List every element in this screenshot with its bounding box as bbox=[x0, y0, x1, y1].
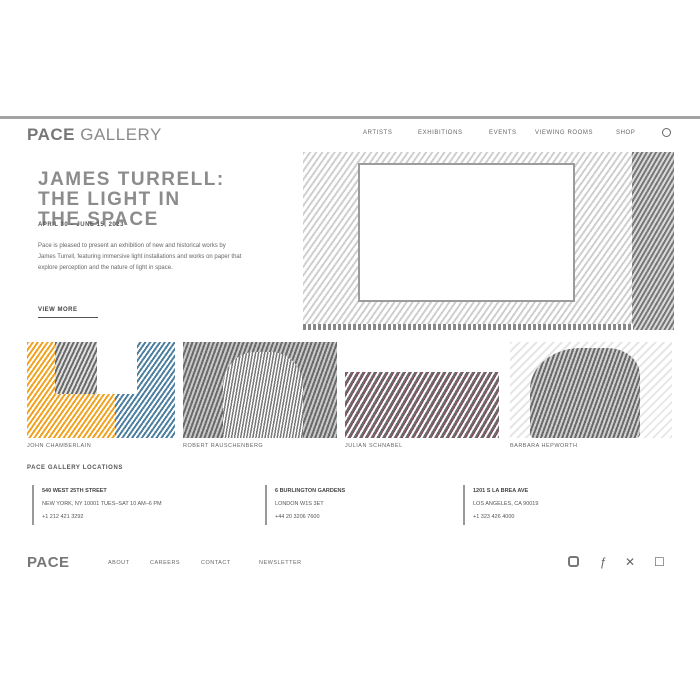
hero-date: APRIL 30 – JUNE 15, 2023 bbox=[38, 222, 124, 228]
instagram-icon[interactable] bbox=[568, 556, 579, 567]
location-1-line2: +1 212 421 3292 bbox=[42, 514, 84, 520]
thumbnail-4[interactable] bbox=[510, 342, 672, 438]
location-2-line1: LONDON W1S 3ET bbox=[275, 501, 324, 507]
location-3-line2: +1 323 426 4000 bbox=[473, 514, 515, 520]
browser-frame bbox=[0, 116, 700, 586]
location-2: 6 BURLINGTON GARDENS LONDON W1S 3ET +44 … bbox=[265, 485, 345, 525]
location-1: 540 WEST 25TH STREET NEW YORK, NY 10001 … bbox=[32, 485, 162, 525]
site-logo[interactable]: PACE GALLERY bbox=[27, 125, 162, 144]
location-1-line1: NEW YORK, NY 10001 TUES–SAT 10 AM–6 PM bbox=[42, 501, 162, 507]
nav-events[interactable]: EVENTS bbox=[489, 130, 517, 136]
nav-exhibitions[interactable]: EXHIBITIONS bbox=[418, 130, 463, 136]
thumbnail-2[interactable] bbox=[183, 342, 337, 438]
view-more-link[interactable]: VIEW MORE bbox=[38, 307, 98, 318]
footer-nav-about[interactable]: ABOUT bbox=[108, 560, 130, 566]
footer-nav-contact[interactable]: CONTACT bbox=[201, 560, 231, 566]
location-3: 1201 S LA BREA AVE LOS ANGELES, CA 90019… bbox=[463, 485, 538, 525]
hero-image[interactable] bbox=[303, 152, 674, 330]
x-icon[interactable]: ✕ bbox=[625, 555, 636, 569]
footer-logo[interactable]: PACE bbox=[27, 554, 70, 571]
hero-image-floor bbox=[303, 324, 633, 330]
location-3-name: 1201 S LA BREA AVE bbox=[473, 488, 529, 494]
thumbnail-3[interactable] bbox=[345, 342, 499, 438]
footer-nav-newsletter[interactable]: NEWSLETTER bbox=[259, 560, 302, 566]
location-2-name: 6 BURLINGTON GARDENS bbox=[275, 488, 346, 494]
hero-title: JAMES TURRELL: THE LIGHT IN THE SPACE bbox=[38, 169, 225, 230]
thumbnail-caption-2[interactable]: ROBERT RAUSCHENBERG bbox=[183, 443, 264, 449]
hero-image-wall bbox=[632, 152, 674, 330]
wechat-icon[interactable]: ☐ bbox=[654, 555, 665, 569]
location-1-name: 540 WEST 25TH STREET bbox=[42, 488, 107, 494]
thumbnail-caption-1[interactable]: JOHN CHAMBERLAIN bbox=[27, 443, 92, 449]
nav-shop[interactable]: SHOP bbox=[616, 130, 636, 136]
location-2-line2: +44 20 3206 7600 bbox=[275, 514, 320, 520]
thumbnail-caption-4[interactable]: BARBARA HEPWORTH bbox=[510, 443, 578, 449]
search-icon[interactable] bbox=[662, 128, 671, 137]
location-3-line1: LOS ANGELES, CA 90019 bbox=[473, 501, 539, 507]
nav-viewing-rooms[interactable]: VIEWING ROOMS bbox=[535, 130, 594, 136]
thumbnail-caption-3[interactable]: JULIAN SCHNABEL bbox=[345, 443, 403, 449]
facebook-icon[interactable]: ƒ bbox=[600, 555, 607, 569]
hero-description: Pace is pleased to present an exhibition… bbox=[38, 243, 242, 271]
locations-title: PACE GALLERY LOCATIONS bbox=[27, 465, 123, 471]
hero-image-light-panel bbox=[358, 163, 575, 302]
thumbnail-1[interactable] bbox=[27, 342, 175, 438]
footer-nav-careers[interactable]: CAREERS bbox=[150, 560, 181, 566]
nav-artists[interactable]: ARTISTS bbox=[363, 130, 393, 136]
